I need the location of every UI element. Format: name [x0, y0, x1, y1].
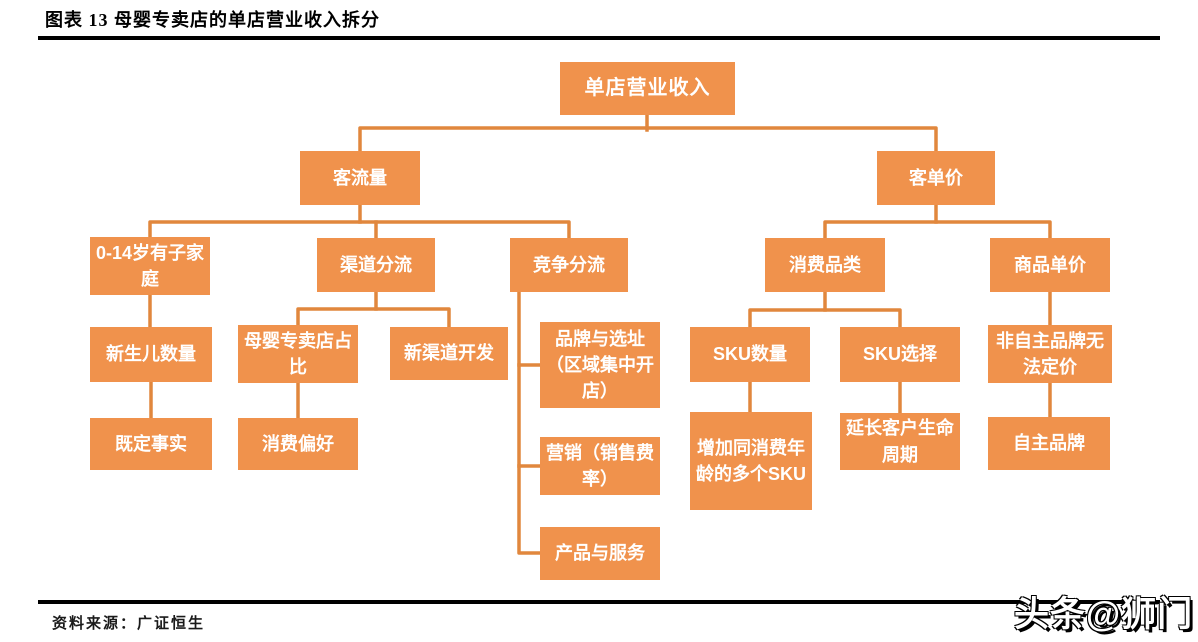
edge-price-bracket — [823, 220, 1052, 240]
node-channel-diversion: 渠道分流 — [317, 238, 435, 292]
node-consumption-category: 消费品类 — [765, 238, 885, 292]
node-ticket-price: 客单价 — [877, 151, 995, 205]
node-product-unit-price: 商品单价 — [990, 238, 1110, 292]
node-new-channel-dev: 新渠道开发 — [390, 327, 508, 380]
node-specialty-store-share: 母婴专卖店占比 — [238, 325, 358, 383]
node-marketing-expense: 营销（销售费率） — [540, 437, 660, 495]
figure-title: 图表 13 母婴专卖店的单店营业收入拆分 — [45, 10, 380, 30]
edge-traffic-bracket — [148, 220, 571, 240]
edge-competition-trunk — [517, 290, 542, 555]
node-sku-selection: SKU选择 — [840, 327, 960, 382]
bottom-rule — [38, 600, 1160, 604]
node-own-brand: 自主品牌 — [988, 417, 1110, 470]
node-sku-count: SKU数量 — [690, 327, 810, 382]
node-newborn-count: 新生儿数量 — [90, 327, 212, 382]
node-consumption-preference: 消费偏好 — [238, 418, 358, 470]
top-rule — [38, 36, 1160, 40]
node-families-0-14: 0-14岁有子家庭 — [90, 237, 210, 295]
node-extend-lifecycle: 延长客户生命周期 — [840, 413, 960, 470]
node-customer-traffic: 客流量 — [300, 151, 420, 205]
node-established-fact: 既定事实 — [90, 418, 212, 470]
node-more-sku-same-age: 增加同消费年龄的多个SKU — [690, 412, 812, 510]
edge-root-bracket — [358, 126, 938, 153]
source-note: 资料来源：广证恒生 — [52, 616, 206, 632]
node-brand-and-location: 品牌与选址（区域集中开店） — [540, 322, 660, 408]
edge-category-bracket — [748, 308, 902, 329]
node-root: 单店营业收入 — [560, 62, 735, 115]
watermark: 头条@狮门 — [1014, 595, 1194, 634]
node-non-own-brand-no-pricing: 非自主品牌无法定价 — [988, 325, 1112, 383]
node-product-and-service: 产品与服务 — [540, 527, 660, 580]
node-competition-diversion: 竞争分流 — [510, 238, 628, 292]
